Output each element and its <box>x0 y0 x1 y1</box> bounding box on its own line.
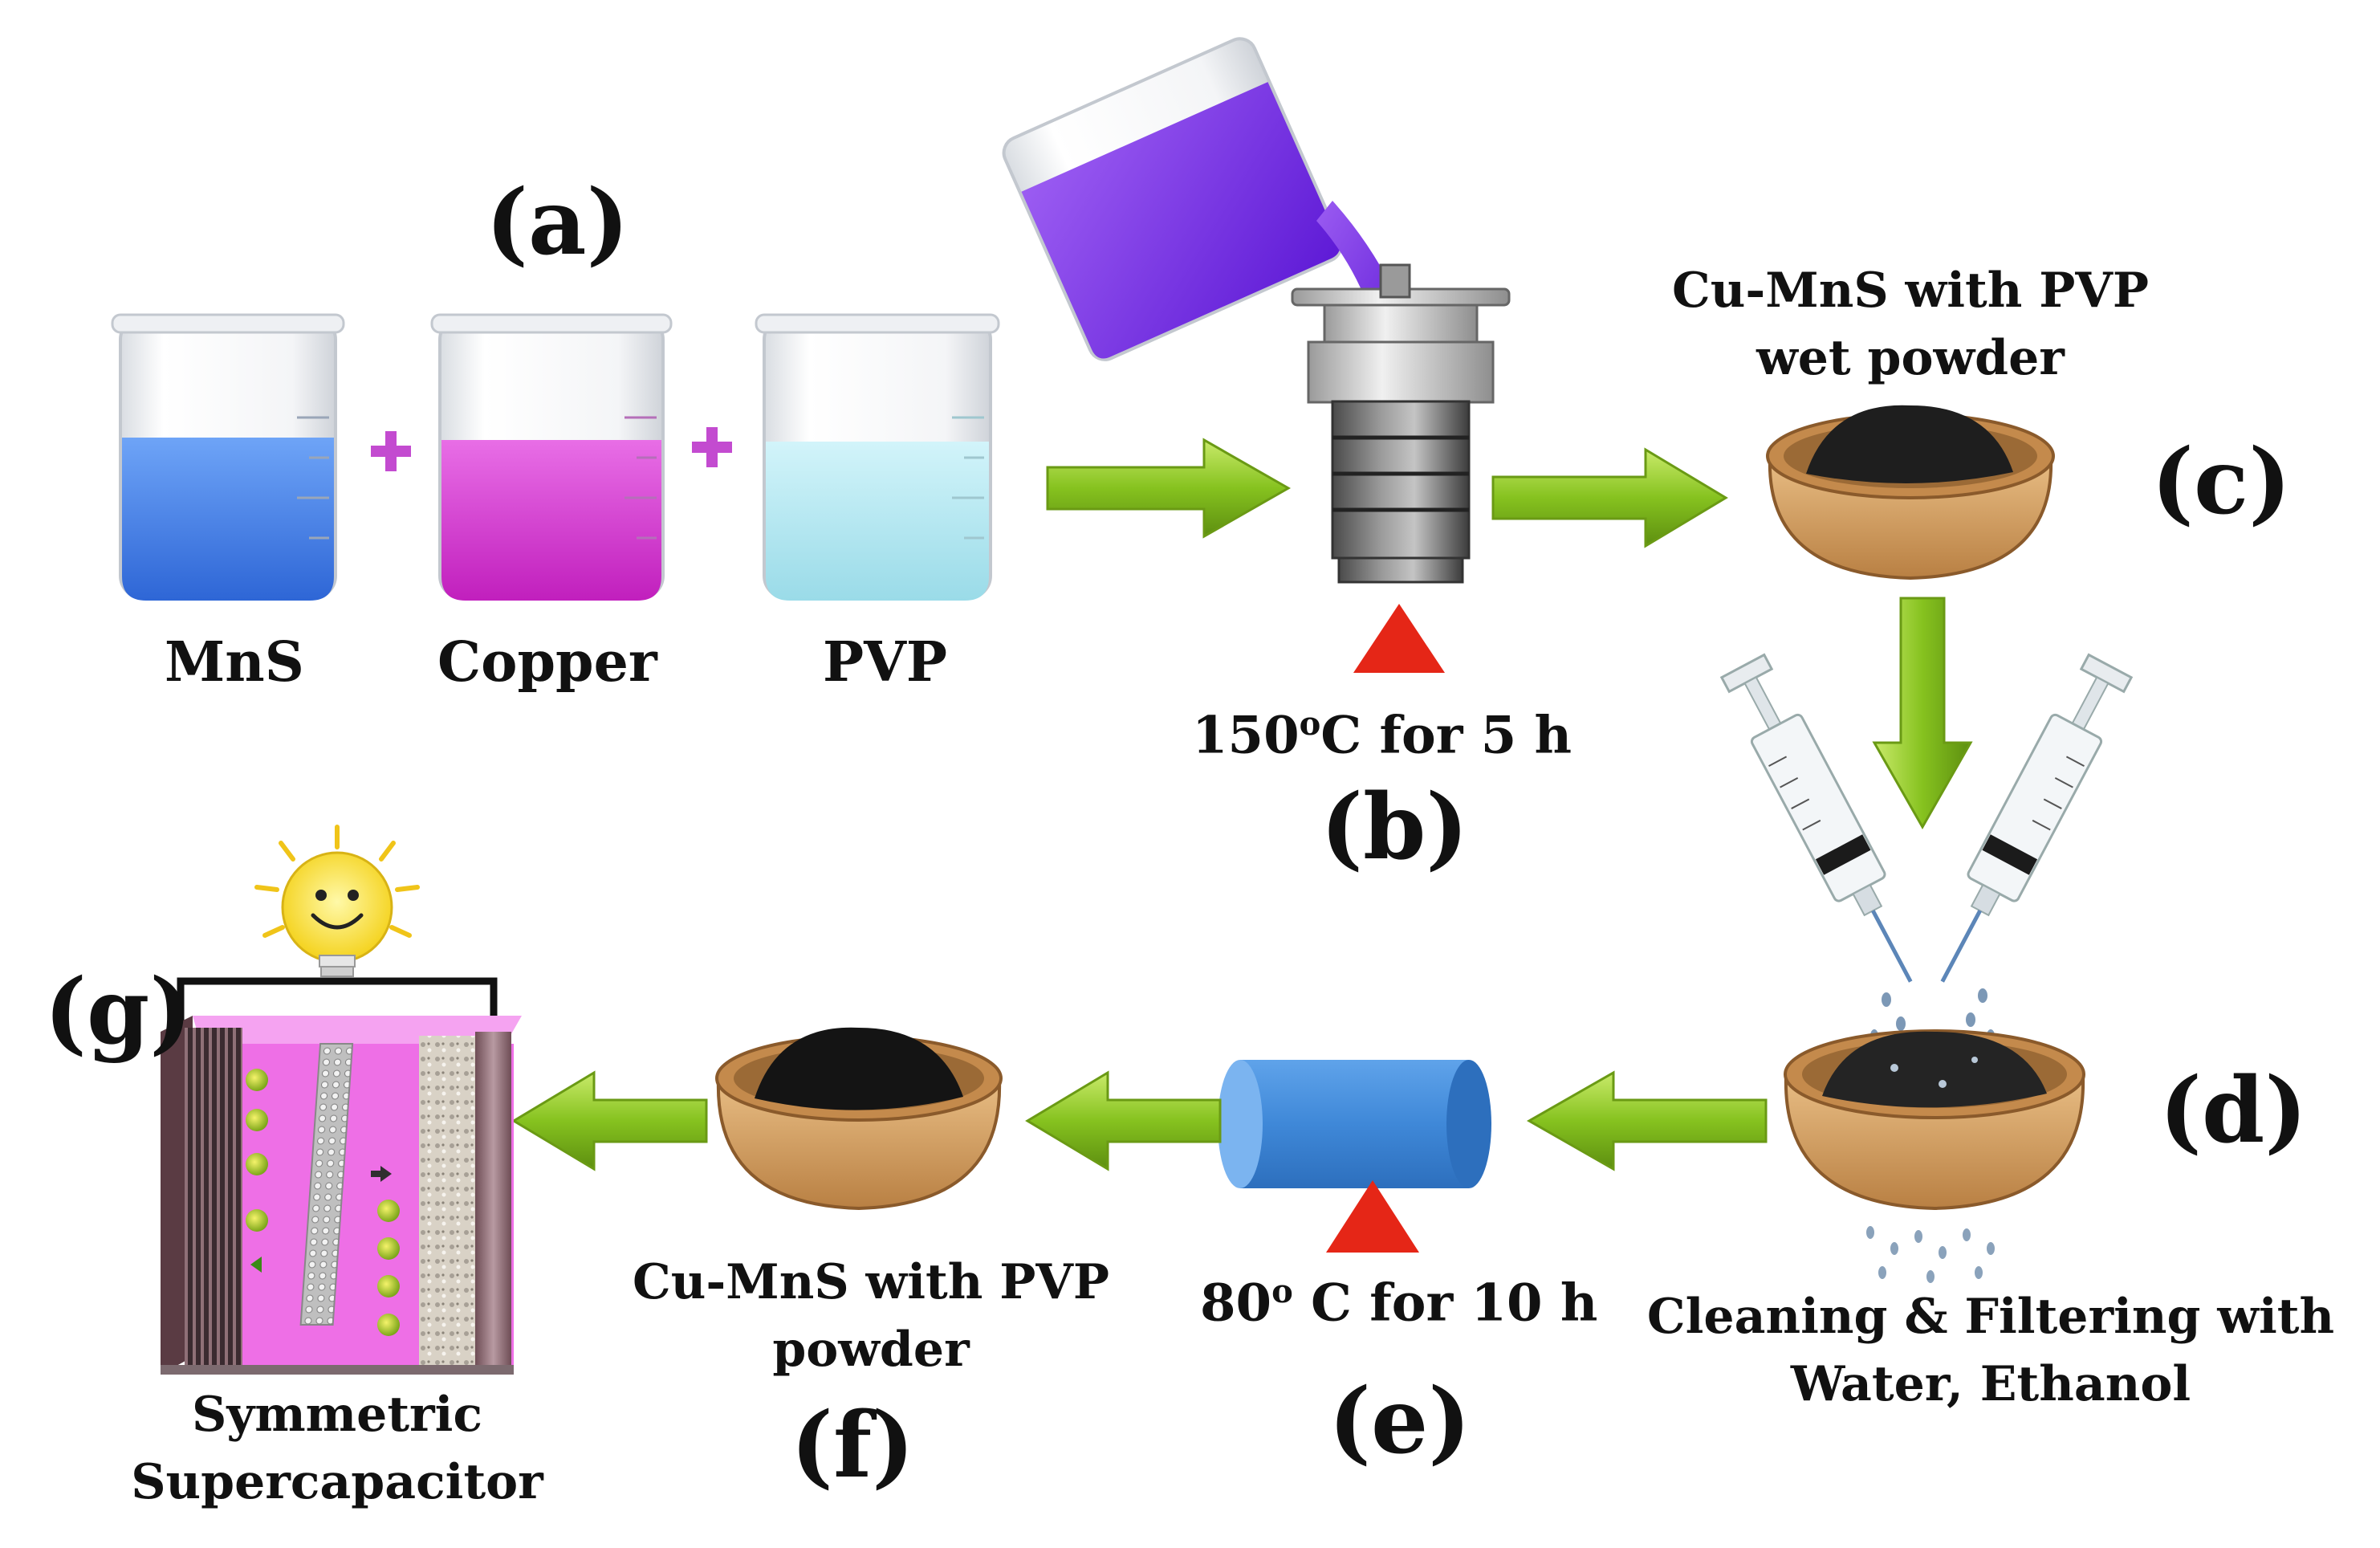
caption-c-line1: Cu-MnS with PVP <box>1672 263 2149 319</box>
copper-solution <box>441 440 661 601</box>
caption-c-line2: wet powder <box>1756 330 2065 386</box>
plus-icon <box>692 427 732 467</box>
beaker-mns <box>111 313 345 601</box>
step-label-e: (e) <box>1328 1369 1471 1474</box>
arrow-left-icon <box>1025 1070 1222 1171</box>
arrow-right-icon <box>1046 438 1292 539</box>
pvp-solution <box>766 442 989 601</box>
caption-c: Cu-MnS with PVP wet powder <box>1629 257 2191 392</box>
step-label-f: (f) <box>791 1393 915 1498</box>
arrow-down-icon <box>1872 597 1973 830</box>
pouring-beaker-icon <box>1002 37 1343 361</box>
step-label-d: (d) <box>2159 1058 2308 1163</box>
step-label-a: (a) <box>486 170 629 275</box>
condition-e-rest: C for 10 h <box>1292 1273 1598 1334</box>
beaker-pvp <box>755 313 1000 601</box>
caption-g: Symmetric Supercapacitor <box>96 1381 578 1516</box>
plus-icon <box>371 431 411 471</box>
syringe-icon <box>1719 653 1913 983</box>
dry-powder <box>755 1027 963 1110</box>
condition-b-rest: C for 5 h <box>1320 705 1572 766</box>
caption-d: Cleaning & Filtering with Water, Ethanol <box>1629 1283 2352 1418</box>
step-label-b: (b) <box>1320 775 1469 880</box>
caption-g-line1: Symmetric <box>192 1387 482 1443</box>
heat-triangle-icon <box>1353 604 1445 673</box>
beaker-label-mns: MnS <box>165 630 304 695</box>
beaker-label-pvp: PVP <box>823 630 948 695</box>
light-bulb-icon <box>254 825 420 977</box>
condition-b: 150oC for 5 h <box>1192 705 1572 765</box>
arrow-right-icon <box>1491 447 1728 548</box>
ion-markers <box>246 1069 400 1336</box>
caption-f-line1: Cu-MnS with PVP <box>633 1254 1109 1310</box>
pour-solution <box>1021 82 1341 359</box>
caption-f-line2: powder <box>772 1322 970 1378</box>
step-label-g: (g) <box>44 959 193 1065</box>
arrow-left-icon <box>511 1070 708 1171</box>
condition-e-temp: 80 <box>1200 1273 1272 1334</box>
arrow-left-icon <box>1526 1070 1768 1171</box>
caption-g-line2: Supercapacitor <box>131 1454 543 1510</box>
heat-triangle-icon <box>1326 1180 1419 1253</box>
condition-b-temp: 150 <box>1192 705 1300 766</box>
wet-powder <box>1806 405 2013 484</box>
condition-e: 80o C for 10 h <box>1200 1273 1597 1333</box>
syringe-icon <box>1940 653 2134 983</box>
bowl-icon <box>1766 405 2055 580</box>
drying-oven-icon <box>1218 1060 1491 1188</box>
condition-e-degree: o <box>1271 1273 1293 1310</box>
supercapacitor-icon <box>161 1016 522 1375</box>
caption-d-line2: Water, Ethanol <box>1790 1356 2191 1412</box>
beaker-copper <box>430 313 673 601</box>
water-droplets <box>1870 988 1995 1042</box>
bowl-icon <box>1784 1029 2085 1211</box>
bowl-icon <box>715 1027 1003 1211</box>
caption-f: Cu-MnS with PVP powder <box>590 1249 1152 1383</box>
beaker-label-copper: Copper <box>437 630 657 695</box>
condition-b-degree: o <box>1299 705 1321 743</box>
step-label-c: (c) <box>2151 430 2292 535</box>
autoclave-icon <box>1291 263 1511 584</box>
mns-solution <box>122 438 334 601</box>
filtrate-droplets <box>1866 1226 1995 1283</box>
caption-d-line1: Cleaning & Filtering with <box>1646 1289 2335 1345</box>
